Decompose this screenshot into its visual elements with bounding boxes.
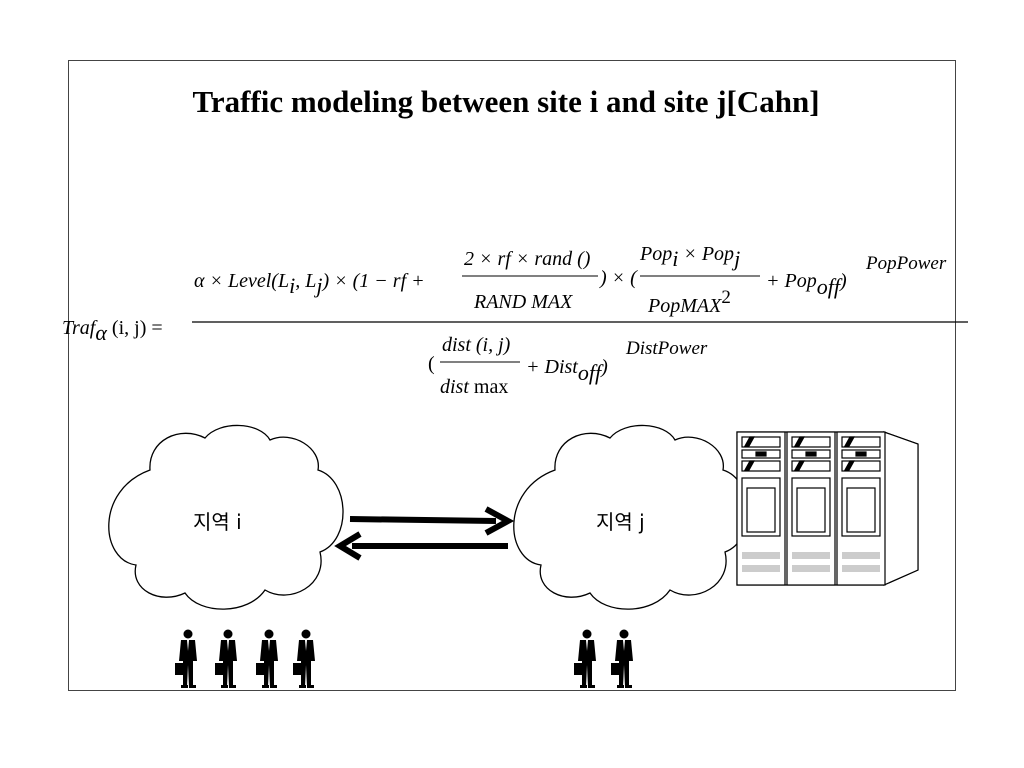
dist-fraction-denominator: dist max: [440, 376, 508, 399]
numerator-part-1: α × Level(Li, Lj) × (1 − rf +: [194, 267, 425, 298]
pop-fraction-denominator: PopMAX2: [648, 287, 731, 318]
rand-fraction-denominator: RAND MAX: [474, 291, 573, 313]
num-sub-j: j: [316, 273, 323, 298]
formula-lhs: Trafα (i, j) =: [62, 314, 163, 345]
dist-power-exponent: DistPower: [626, 338, 708, 359]
dist-fraction-numerator: dist (i, j): [442, 334, 511, 356]
pop-i: Pop: [640, 243, 673, 265]
num-close: ): [839, 270, 847, 292]
businessman-icon: [215, 629, 237, 688]
pop-power-exponent: PopPower: [866, 253, 947, 274]
cloud-region-i: [108, 424, 344, 610]
num-level: α × Level(L: [194, 270, 290, 292]
pop-i-sub: i: [672, 246, 679, 271]
slide-frame: [68, 60, 956, 691]
lhs-traf: Traf: [62, 317, 96, 339]
businessman-icon: [293, 629, 315, 688]
pop-j-sub: j: [734, 246, 741, 271]
arrow-j-to-i: [334, 531, 508, 561]
region-j-label: 지역 j: [596, 510, 645, 534]
popmax-sup: 2: [721, 287, 731, 308]
pop-times: × Pop: [683, 243, 735, 265]
server-rack-icon: [736, 431, 919, 586]
people-region-j: [574, 629, 633, 688]
region-i-label: 지역 i: [193, 510, 242, 534]
businessman-icon: [611, 629, 633, 688]
businessman-icon: [256, 629, 278, 688]
pop-off-sub: off: [816, 274, 840, 299]
num-times-open: ) × (: [600, 267, 637, 289]
num-sub-i: i: [289, 273, 296, 298]
num-pop-off: + Popoff): [766, 267, 847, 299]
num-lj: , L: [295, 270, 317, 292]
server-3: [836, 431, 886, 586]
lhs-alpha-sub: α: [95, 320, 107, 345]
den-close: ): [601, 356, 608, 378]
pop-fraction-numerator: Popi × Popj: [640, 240, 740, 271]
plus-dist: + Dist: [526, 356, 578, 378]
popmax: PopMAX: [648, 295, 722, 317]
lhs-args: (i, j) =: [111, 317, 163, 339]
den-open: (: [428, 353, 435, 375]
businessman-icon: [175, 629, 197, 688]
num-one-minus-rf: ) × (1 − rf +: [322, 270, 425, 292]
server-1: [736, 431, 786, 586]
server-2: [786, 431, 836, 586]
arrow-i-to-j: [349, 506, 515, 536]
businessman-icon: [574, 629, 596, 688]
plus-pop: + Pop: [766, 270, 817, 292]
den-dist-off: + Distoff): [526, 353, 608, 385]
slide-title: Traffic modeling between site i and site…: [192, 84, 820, 119]
cloud-region-j: [513, 424, 749, 610]
rand-fraction-numerator: 2 × rf × rand (): [464, 248, 591, 270]
max-word: max: [473, 376, 509, 398]
dist-off-sub: off: [577, 360, 602, 385]
dist-word: dist: [440, 376, 469, 398]
people-region-i: [175, 629, 315, 688]
